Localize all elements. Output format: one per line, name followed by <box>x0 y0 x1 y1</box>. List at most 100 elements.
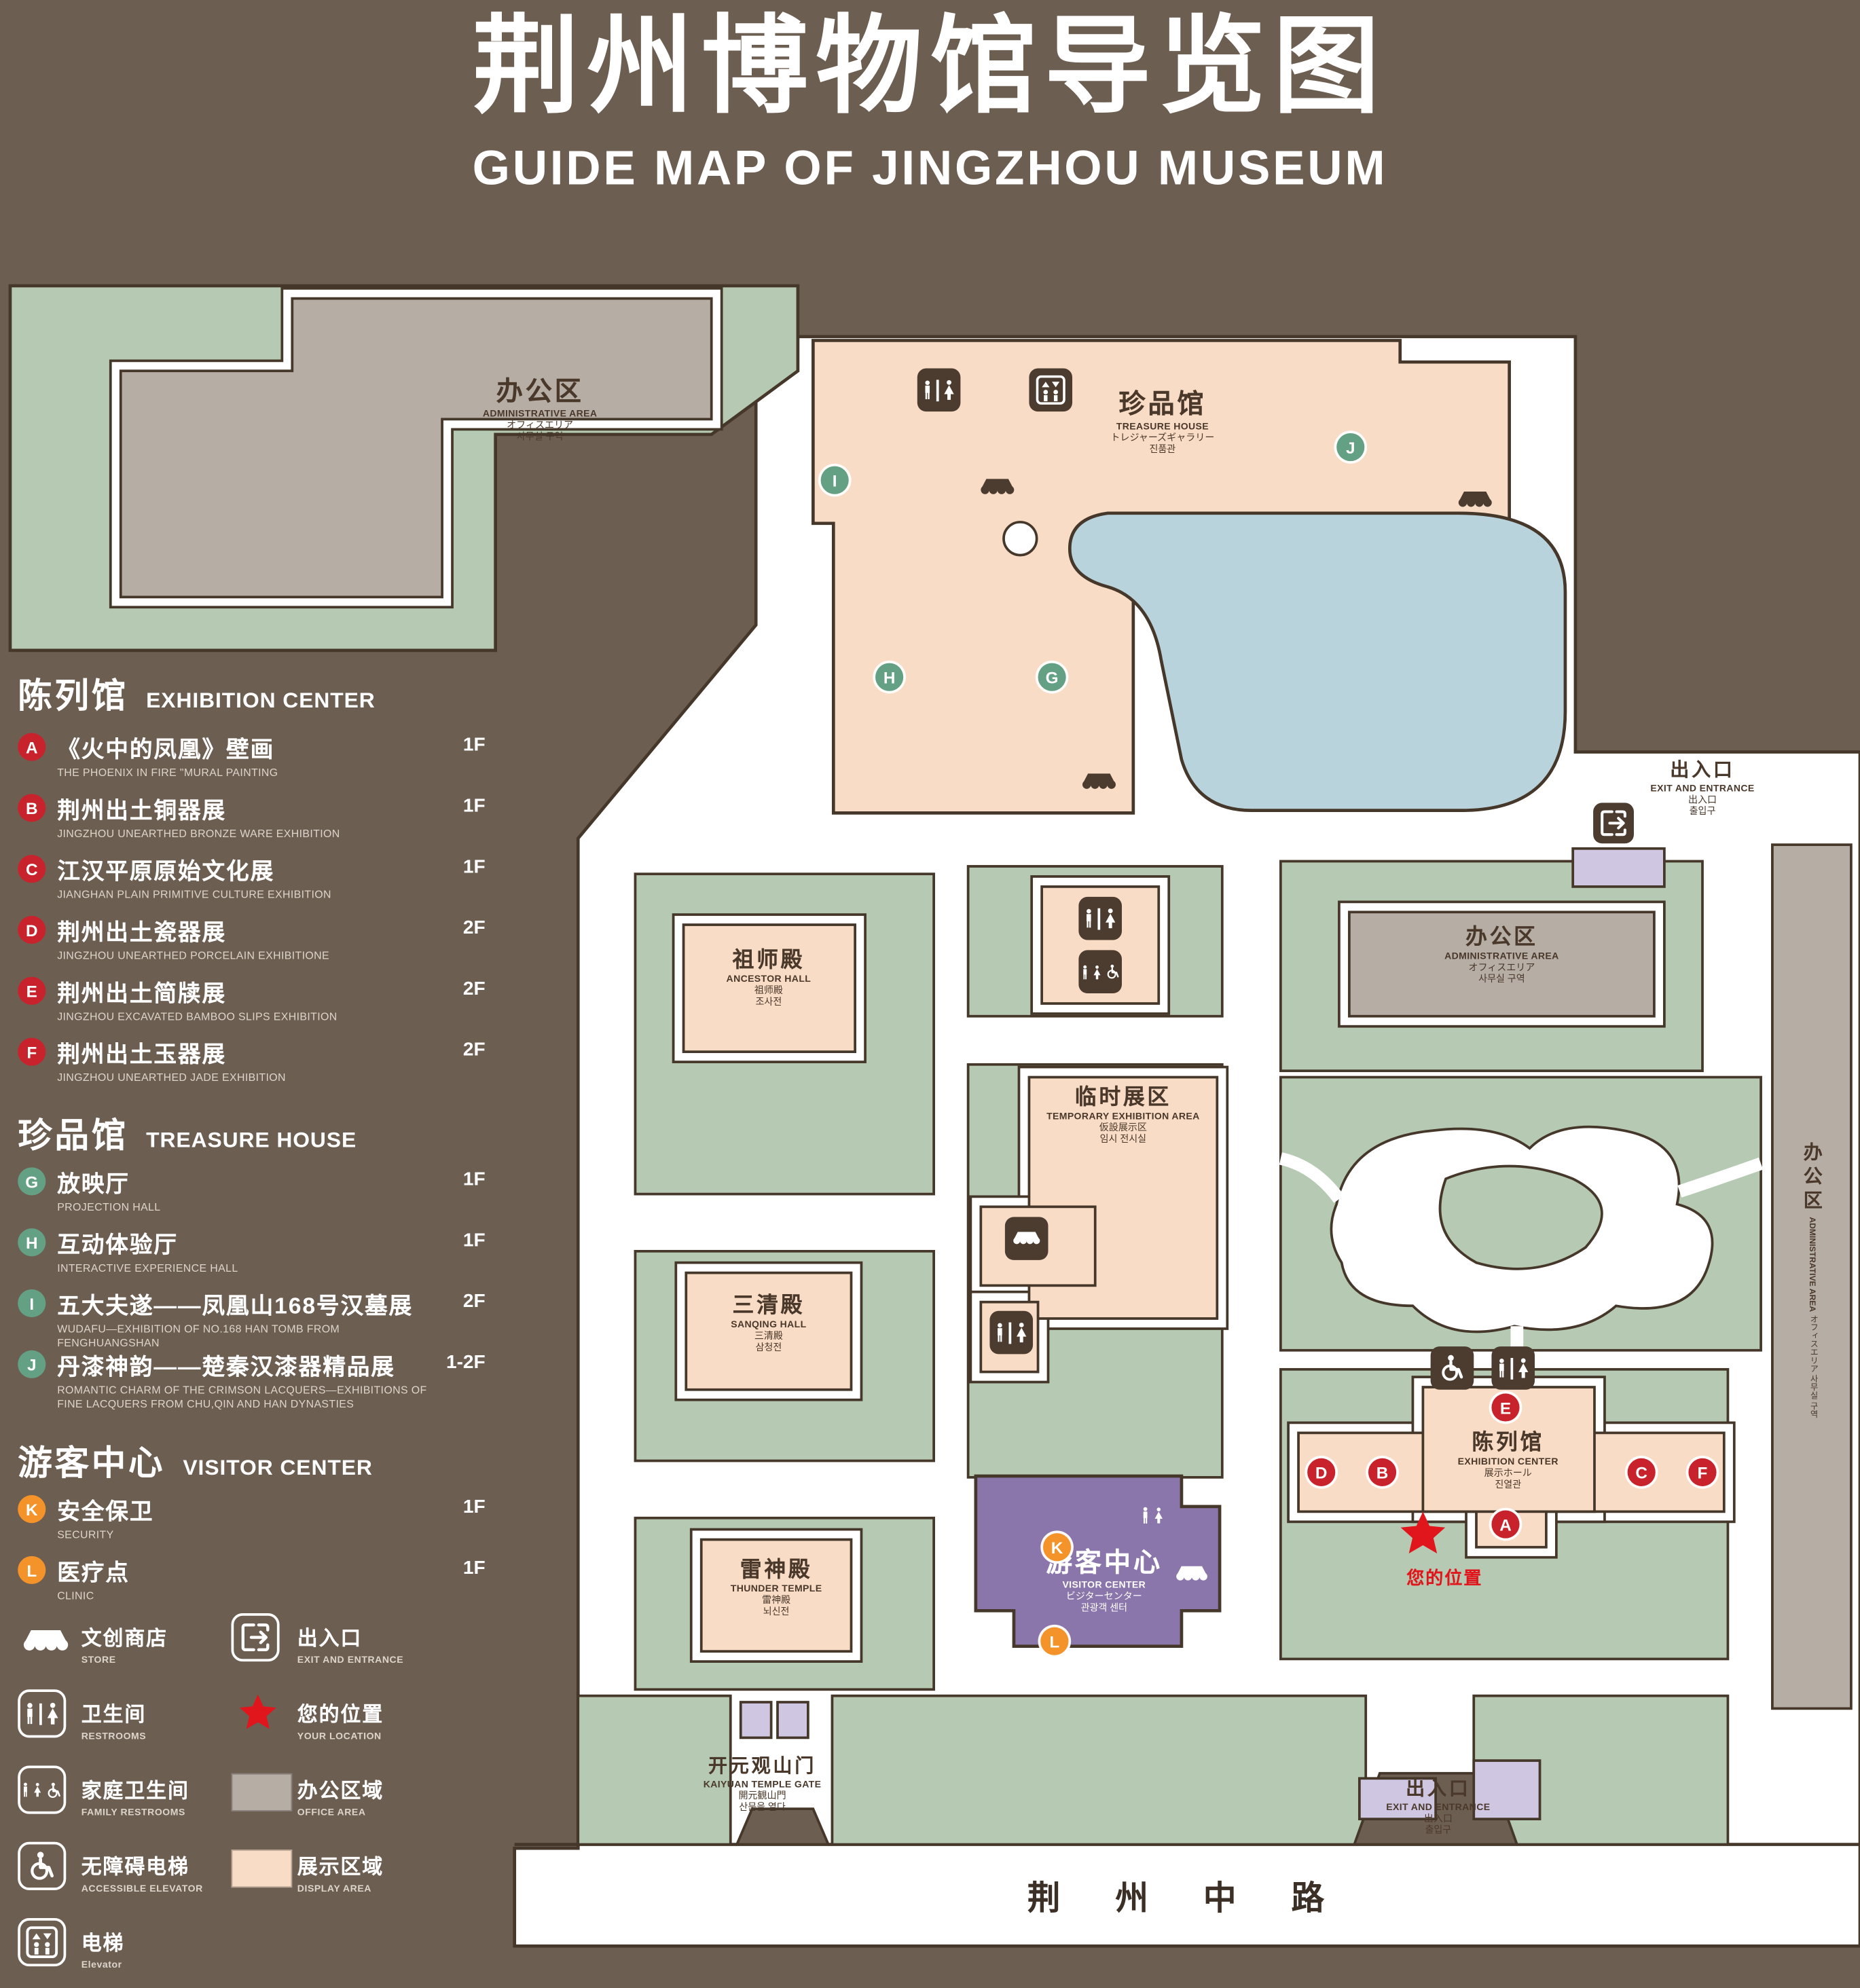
map-marker-f: F <box>1688 1458 1717 1486</box>
office-area-swatch <box>231 1773 293 1811</box>
restroom-icon <box>1141 1507 1164 1524</box>
map-marker-c: C <box>1627 1458 1656 1486</box>
floor-badge: 1F <box>462 1557 486 1579</box>
elevator-icon <box>18 1918 67 1967</box>
ne-entrance-pad <box>1571 847 1666 888</box>
kaiyuan-gate-label: 开元观山门 KAIYUAN TEMPLE GATE 開元観山門 산문을 열다 <box>703 1755 822 1813</box>
marker-h: H <box>18 1228 46 1257</box>
store-icon <box>20 1628 71 1653</box>
legend-restrooms: 卫生间 RESTROOMS <box>81 1704 147 1742</box>
floor-badge: 2F <box>462 978 486 1000</box>
store-icon <box>1174 1565 1209 1583</box>
thunder-temple-label: 雷神殿 THUNDER TEMPLE 雷神殿 뇌신전 <box>730 1557 822 1618</box>
admin-far-e-building <box>1771 843 1853 1710</box>
list-item-b: B 荆州出土铜器展 JINGZHOU UNEARTHED BRONZE WARE… <box>18 792 490 841</box>
marker-b: B <box>18 794 46 822</box>
nw-office-building <box>119 297 713 599</box>
family-restroom-icon <box>18 1765 67 1814</box>
your-location-star-icon <box>1400 1511 1446 1555</box>
restroom-icon <box>1491 1346 1535 1390</box>
restroom-icon <box>989 1310 1034 1355</box>
legend-accessible-elevator: 无障碍电梯 ACCESSIBLE ELEVATOR <box>81 1857 203 1894</box>
admin-e-building <box>1348 910 1656 1018</box>
section-header-exhibition-center: 陈列馆 EXHIBITION CENTER <box>18 677 376 716</box>
restroom-icon <box>917 368 961 412</box>
marker-c: C <box>18 855 46 883</box>
store-icon <box>979 477 1017 496</box>
store-icon <box>1080 773 1118 792</box>
floor-badge: 1F <box>462 795 486 817</box>
restroom-icon <box>1078 896 1123 940</box>
marker-g: G <box>18 1167 46 1196</box>
s-entrance-pad-1 <box>1357 1777 1437 1820</box>
map-marker-k: K <box>1043 1533 1072 1562</box>
marker-a: A <box>18 733 46 761</box>
page-subtitle: GUIDE MAP OF JINGZHOU MUSEUM <box>472 142 1388 196</box>
legend-display-area: 展示区域 DISPLAY AREA <box>297 1857 384 1894</box>
legend-your-location: 您的位置 YOUR LOCATION <box>297 1704 384 1742</box>
sanqing-hall-label: 三清殿 SANQING HALL 三清殿 삼청전 <box>731 1293 807 1354</box>
ancestor-hall-label: 祖师殿 ANCESTOR HALL 祖师殿 조사전 <box>726 947 812 1008</box>
display-area-swatch <box>231 1849 293 1888</box>
legend-elevator: 电梯 Elevator <box>81 1933 125 1970</box>
s-entrance-pad-2 <box>1472 1759 1542 1820</box>
section-header-visitor-center: 游客中心 VISITOR CENTER <box>18 1444 373 1483</box>
store-icon <box>1456 490 1494 509</box>
map-marker-h: H <box>875 663 904 691</box>
section-header-treasure-house: 珍品馆 TREASURE HOUSE <box>18 1116 357 1155</box>
exit-icon <box>1593 803 1634 844</box>
marker-d: D <box>18 915 46 944</box>
store-icon <box>1004 1217 1048 1260</box>
your-location-star-icon <box>239 1695 277 1730</box>
ne-exit-label: 出入口 EXIT AND ENTRANCE 出入口 출입구 <box>1650 759 1755 817</box>
map-marker-b: B <box>1368 1458 1397 1486</box>
page-title: 荆州博物馆导览图 <box>472 6 1388 126</box>
floor-badge: 1F <box>462 1230 486 1251</box>
marker-i: I <box>18 1289 46 1318</box>
marker-f: F <box>18 1037 46 1066</box>
garden-island <box>1438 1164 1603 1270</box>
legend-family-restrooms: 家庭卫生间 FAMILY RESTROOMS <box>81 1781 189 1818</box>
family-restroom-icon <box>1078 950 1123 994</box>
list-item-l: L 医疗点 CLINIC 1F <box>18 1555 490 1603</box>
floor-badge: 1F <box>462 855 486 878</box>
list-item-k: K 安全保卫 SECURITY 1F <box>18 1494 490 1542</box>
visitor-center-label: 游客中心 VISITOR CENTER ビジターセンター 관광객 센터 <box>1045 1548 1163 1614</box>
exhibition-center-label: 陈列馆 EXHIBITION CENTER 展示ホール 진열관 <box>1457 1430 1558 1491</box>
fountain <box>1002 521 1038 557</box>
map-marker-e: E <box>1491 1393 1520 1422</box>
admin-nw-label: 办公区 ADMINISTRATIVE AREA オフィスエリア 사무실 구역 <box>482 377 598 443</box>
floor-badge: 1F <box>462 1168 486 1191</box>
map-marker-i: I <box>820 466 849 494</box>
temporary-exhibition-label: 临时展区 TEMPORARY EXHIBITION AREA 仮設展示区 임시 … <box>1046 1084 1200 1145</box>
gate-pad-1 <box>739 1701 773 1740</box>
road-label: 荆 州 中 路 <box>1027 1879 1347 1917</box>
your-location-label: 您的位置 <box>1406 1567 1483 1588</box>
gate-driveway <box>735 1807 831 1846</box>
treasure-house-label: 珍品馆 TREASURE HOUSE トレジャーズギャラリー 진품관 <box>1110 390 1215 456</box>
list-item-c: C 江汉平原原始文化展 JIANGHAN PLAIN PRIMITIVE CUL… <box>18 853 490 902</box>
marker-l: L <box>18 1556 46 1585</box>
list-item-j: J 丹漆神韵——楚秦汉漆器精品展 ROMANTIC CHARM OF THE C… <box>18 1349 490 1412</box>
legend-office-area: 办公区域 OFFICE AREA <box>297 1781 384 1818</box>
map-marker-d: D <box>1307 1458 1336 1486</box>
floor-badge: 2F <box>462 1039 486 1061</box>
list-item-f: F 荆州出土玉器展 JINGZHOU UNEARTHED JADE EXHIBI… <box>18 1037 490 1085</box>
admin-far-e-label: 办公区 ADMINISTRATIVE AREA オフィスエリア 사무실 구역 <box>1801 1142 1823 1419</box>
thunder-temple-building <box>699 1538 853 1653</box>
list-item-d: D 荆州出土瓷器展 JINGZHOU UNEARTHED PORCELAIN E… <box>18 915 490 963</box>
pond <box>1068 511 1567 812</box>
marker-e: E <box>18 976 46 1005</box>
map-marker-a: A <box>1491 1510 1520 1539</box>
admin-e-label: 办公区 ADMINISTRATIVE AREA オフィスエリア 사무실 구역 <box>1444 925 1559 985</box>
restroom-icon <box>18 1689 67 1738</box>
ancestor-hall-building <box>682 923 856 1053</box>
south-exit-label: 出入口 EXIT AND ENTRANCE 出入口 출입구 <box>1386 1778 1491 1836</box>
floor-badge: 2F <box>462 1290 486 1312</box>
exit-icon <box>231 1613 280 1662</box>
sanqing-hall-building <box>685 1271 853 1391</box>
list-item-a: A 《火中的凤凰》壁画 THE PHOENIX IN FIRE "MURAL P… <box>18 732 490 780</box>
floor-badge: 2F <box>462 917 486 939</box>
